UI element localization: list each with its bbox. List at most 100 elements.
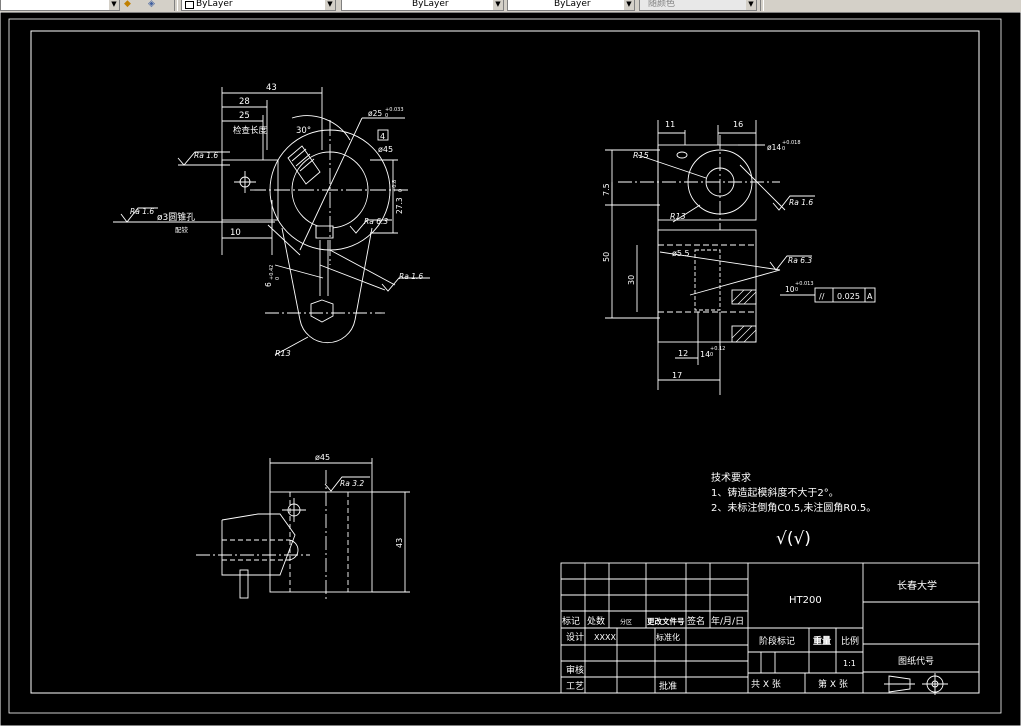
header-count: 处数 bbox=[587, 615, 605, 627]
color-swatch bbox=[185, 1, 194, 9]
taper-note: 配铰 bbox=[175, 225, 189, 234]
box-4: 4 bbox=[380, 132, 385, 141]
layer-combo[interactable]: ▼ bbox=[0, 0, 120, 11]
linetype-combo[interactable]: ByLayer ▼ bbox=[341, 0, 504, 11]
dim-27-3: 27.3 bbox=[395, 197, 404, 214]
view-top-left-labels: 43 28 25 检查长度 30° ø25 +0.033 0 4 ø45 Ra … bbox=[130, 83, 423, 358]
angle-30: 30° bbox=[296, 126, 311, 136]
process-label: 工艺 bbox=[566, 681, 584, 692]
ra-63: Ra 6.3 bbox=[364, 217, 388, 226]
dia-25: ø25 bbox=[368, 109, 382, 118]
dim-27-3-tol: +0.8 bbox=[392, 180, 398, 192]
dia-14: ø14 bbox=[767, 143, 781, 152]
roughness-note: √(√) bbox=[776, 529, 811, 549]
school-label: 长春大学 bbox=[897, 579, 937, 592]
header-date: 年/月/日 bbox=[711, 615, 744, 627]
review-label: 审核 bbox=[566, 664, 584, 676]
dim-16: 16 bbox=[733, 120, 743, 129]
dim-6-tol-lo: 0 bbox=[275, 277, 281, 280]
color-combo-label: ByLayer bbox=[196, 0, 233, 9]
tech-req-title: 技术要求 bbox=[711, 471, 751, 484]
dim-7-5: 7.5 bbox=[602, 183, 611, 196]
stage-label: 阶段标记 bbox=[759, 635, 795, 647]
dim-11: 11 bbox=[665, 120, 675, 129]
chevron-down-icon[interactable]: ▼ bbox=[493, 0, 503, 10]
header-mark: 标记 bbox=[562, 615, 580, 627]
dim-50: 50 bbox=[602, 252, 611, 262]
r15-label: R15 bbox=[633, 151, 649, 160]
r13-label: R13 bbox=[670, 212, 686, 221]
ra-16-c: Ra 1.6 bbox=[399, 272, 423, 281]
tech-requirements: 技术要求 1、铸造起模斜度不大于2°。 2、未标注倒角C0.5,未注圆角R0.5… bbox=[711, 471, 876, 549]
view-bottom-left bbox=[196, 458, 410, 600]
view-top-right bbox=[605, 120, 876, 395]
ra-16-a: Ra 1.6 bbox=[194, 151, 218, 160]
header-sign: 签名 bbox=[687, 615, 705, 627]
designer-name: XXXX bbox=[594, 633, 616, 642]
chevron-down-icon[interactable]: ▼ bbox=[325, 0, 335, 10]
dim-17: 17 bbox=[672, 371, 682, 380]
chevron-down-icon[interactable]: ▼ bbox=[746, 0, 756, 10]
dia-14-tol-lo: 0 bbox=[782, 146, 785, 152]
dia-5-5: ø5.5 bbox=[672, 249, 690, 258]
tech-req-item-2: 2、未标注倒角C0.5,未注圆角R0.5。 bbox=[711, 501, 876, 514]
check-length-label: 检查长度 bbox=[233, 125, 268, 136]
fcf-value: 0.025 bbox=[837, 292, 860, 301]
view-bottom-left-labels: ø45 Ra 3.2 43 bbox=[315, 453, 404, 548]
dim-6: 6 bbox=[264, 282, 273, 287]
ra-16: Ra 1.6 bbox=[789, 198, 813, 207]
drawing-no-label: 图纸代号 bbox=[898, 655, 934, 667]
title-block bbox=[560, 562, 980, 695]
fcf-ref: A bbox=[867, 292, 873, 301]
ra-32: Ra 3.2 bbox=[340, 479, 364, 488]
plotstyle-combo-label: 随颜色 bbox=[648, 0, 676, 9]
weight-label: 重量 bbox=[813, 635, 831, 647]
color-combo[interactable]: ByLayer ▼ bbox=[181, 0, 336, 11]
total-sheets: 共 X 张 bbox=[751, 679, 781, 690]
dim-10-tol: +0.013 bbox=[795, 281, 814, 287]
dia-45: ø45 bbox=[378, 145, 393, 154]
standard-label: 标准化 bbox=[656, 632, 680, 642]
header-doc: 更改文件号 bbox=[647, 616, 685, 626]
tech-req-item-1: 1、铸造起模斜度不大于2°。 bbox=[711, 486, 839, 499]
dim-43: 43 bbox=[395, 538, 404, 548]
dia-14-tol: +0.018 bbox=[782, 140, 801, 146]
lineweight-combo[interactable]: ByLayer ▼ bbox=[507, 0, 635, 11]
sheet-number: 第 X 张 bbox=[818, 678, 848, 690]
lineweight-combo-label: ByLayer bbox=[554, 0, 591, 9]
dim-14-tol: +0.12 bbox=[710, 346, 725, 352]
view-top-left bbox=[113, 87, 430, 356]
scale-label: 比例 bbox=[841, 635, 859, 647]
header-zone: 分区 bbox=[620, 618, 632, 626]
drawing-canvas[interactable]: 43 28 25 检查长度 30° ø25 +0.033 0 4 ø45 Ra … bbox=[0, 12, 1021, 726]
chevron-down-icon[interactable]: ▼ bbox=[624, 0, 634, 10]
dim-14: 14 bbox=[700, 350, 710, 359]
approve-label: 批准 bbox=[659, 680, 677, 692]
fcf-symbol: // bbox=[819, 292, 825, 301]
drawing-frame bbox=[30, 30, 980, 694]
dia-25-tol-lo: 0 bbox=[385, 113, 388, 119]
plotstyle-combo[interactable]: 随颜色 ▼ bbox=[639, 0, 757, 11]
design-label: 设计 bbox=[566, 631, 584, 643]
dia-45: ø45 bbox=[315, 453, 330, 462]
toolbar-separator bbox=[174, 0, 178, 11]
view-top-right-labels: 11 16 ø14 +0.018 0 R15 7.5 R13 Ra 1.6 ø5… bbox=[602, 120, 873, 380]
material-label: HT200 bbox=[789, 595, 822, 606]
dim-14-tol-lo: 0 bbox=[710, 352, 713, 358]
r13-label: R13 bbox=[275, 349, 291, 358]
layer-previous-icon[interactable]: ◈ bbox=[148, 0, 155, 9]
dim-12: 12 bbox=[678, 349, 688, 358]
chevron-down-icon[interactable]: ▼ bbox=[109, 0, 119, 10]
linetype-combo-label: ByLayer bbox=[412, 0, 449, 9]
ra-16-b: Ra 1.6 bbox=[130, 207, 154, 216]
dia-25-tol: +0.033 bbox=[385, 107, 404, 113]
sheet-border bbox=[8, 18, 1002, 714]
layer-manager-icon[interactable]: ◆ bbox=[124, 0, 131, 9]
taper-hole: ø3圆锥孔 bbox=[157, 211, 195, 223]
dim-27-3-tol-lo: 0 bbox=[398, 189, 404, 192]
dim-28: 28 bbox=[239, 97, 250, 107]
dim-10-tol-lo: 0 bbox=[795, 287, 798, 293]
toolbar-separator bbox=[760, 0, 764, 11]
title-block-labels: HT200 长春大学 标记 处数 分区 更改文件号 签名 年/月/日 设计 XX… bbox=[562, 579, 937, 692]
dim-43: 43 bbox=[266, 83, 277, 93]
